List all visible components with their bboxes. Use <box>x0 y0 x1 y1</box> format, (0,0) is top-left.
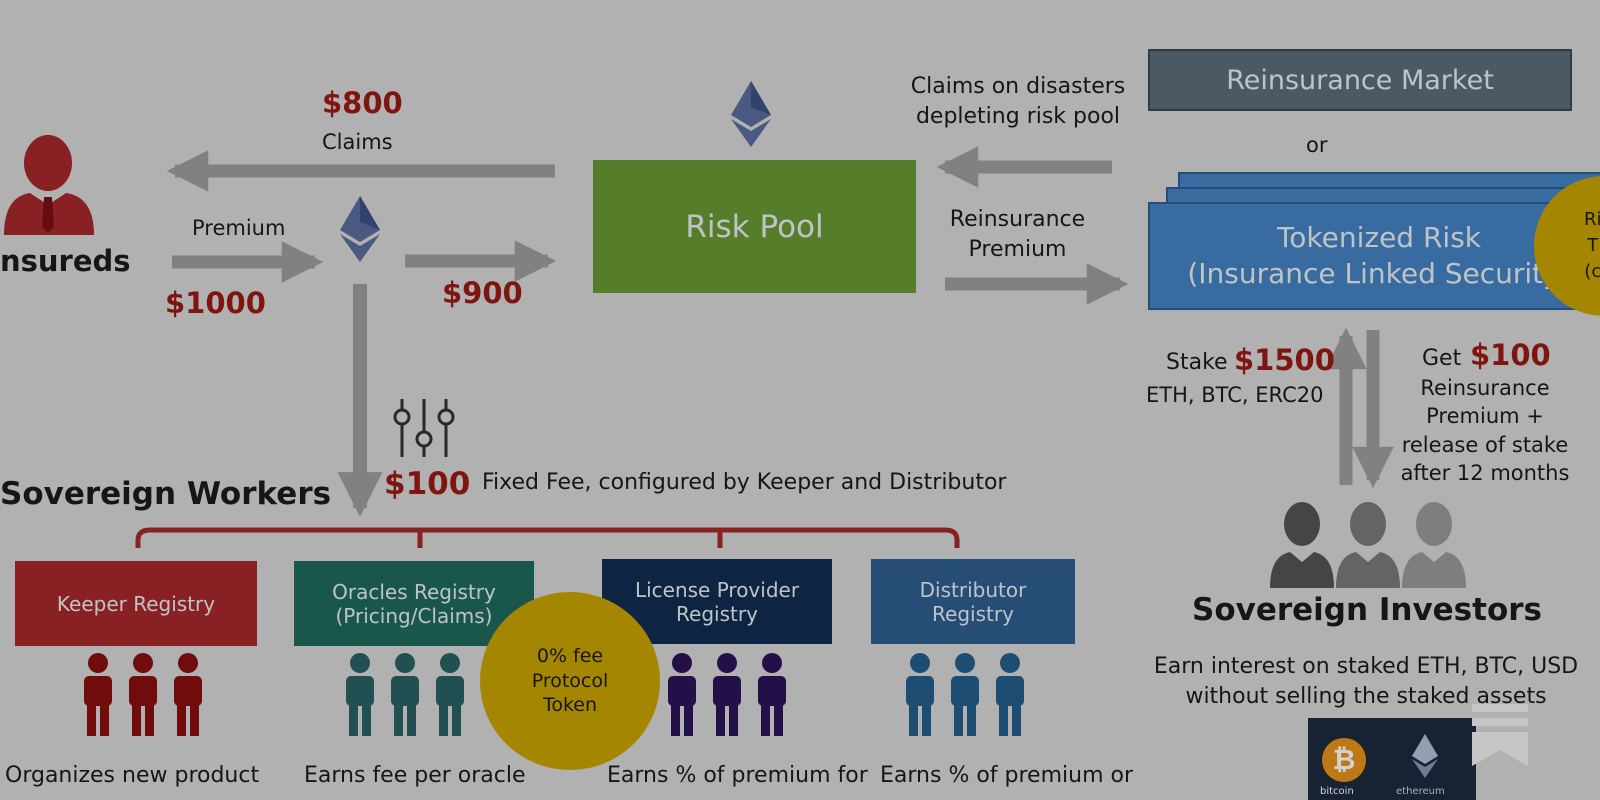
ethereum-icon <box>340 196 380 262</box>
bitcoin-icon: ₿ <box>1322 738 1366 782</box>
ethereum-label: ethereum <box>1396 786 1445 797</box>
reinsurance-claims-text: Claims on disasters depleting risk pool <box>910 74 1126 129</box>
oracles-people-icon <box>346 653 464 736</box>
pool-amount: $900 <box>442 276 523 310</box>
sovereign-workers-title: Sovereign Workers <box>0 476 332 512</box>
oracles-registry-box: Oracles Registry (Pricing/Claims) <box>294 561 534 646</box>
bookmark-icon[interactable] <box>1472 704 1528 766</box>
tokenized-risk-box: Tokenized Risk (Insurance Linked Securit… <box>1148 202 1600 310</box>
or-label: or <box>1306 133 1328 157</box>
fee-amount: $100 <box>384 466 471 502</box>
crypto-thumbnail: ₿ bitcoin ethereum <box>1308 718 1476 800</box>
keeper-people-icon <box>84 653 202 736</box>
distributor-people-icon <box>906 653 1024 736</box>
bitcoin-label: bitcoin <box>1320 786 1354 797</box>
get-label: Get <box>1422 346 1462 371</box>
distributor-desc: Earns % of premium or <box>880 763 1134 788</box>
insureds-label: nsureds <box>0 244 131 278</box>
get-amount: $100 <box>1470 338 1551 372</box>
fee-text: Fixed Fee, configured by Keeper and Dist… <box>482 470 1007 495</box>
insured-person-icon <box>4 135 94 235</box>
claims-amount: $800 <box>322 86 403 120</box>
keeper-registry-box: Keeper Registry <box>15 561 257 646</box>
reinsurance-premium-text: Reinsurance Premium <box>949 207 1086 262</box>
license-people-icon <box>668 653 786 736</box>
investors-icon <box>1270 502 1466 588</box>
premium-label: Premium <box>192 216 286 240</box>
investors-text: Earn interest on staked ETH, BTC, USD wi… <box>1153 654 1579 709</box>
ethereum-pool-icon <box>731 81 771 147</box>
sovereign-investors-title: Sovereign Investors <box>1192 592 1542 628</box>
reinsurance-market-box: Reinsurance Market <box>1148 49 1572 111</box>
keeper-desc: Organizes new product <box>5 763 260 788</box>
stake-label: Stake <box>1166 350 1228 375</box>
distributor-registry-box: Distributor Registry <box>871 559 1075 644</box>
license-desc: Earns % of premium for <box>607 763 868 788</box>
protocol-token-badge: 0% fee Protocol Token <box>480 592 660 770</box>
claims-label: Claims <box>322 130 393 154</box>
stake-assets: ETH, BTC, ERC20 <box>1146 383 1324 407</box>
registry-bracket <box>135 527 960 548</box>
stake-amount: $1500 <box>1234 343 1335 377</box>
slider-controls-icon <box>393 399 455 457</box>
premium-amount: $1000 <box>165 286 266 320</box>
oracles-desc: Earns fee per oracle <box>304 763 526 788</box>
get-text: Reinsurance Premium + release of stake a… <box>1400 376 1570 486</box>
ethereum-thumb-icon <box>1412 734 1438 778</box>
risk-pool-box: Risk Pool <box>593 160 916 293</box>
